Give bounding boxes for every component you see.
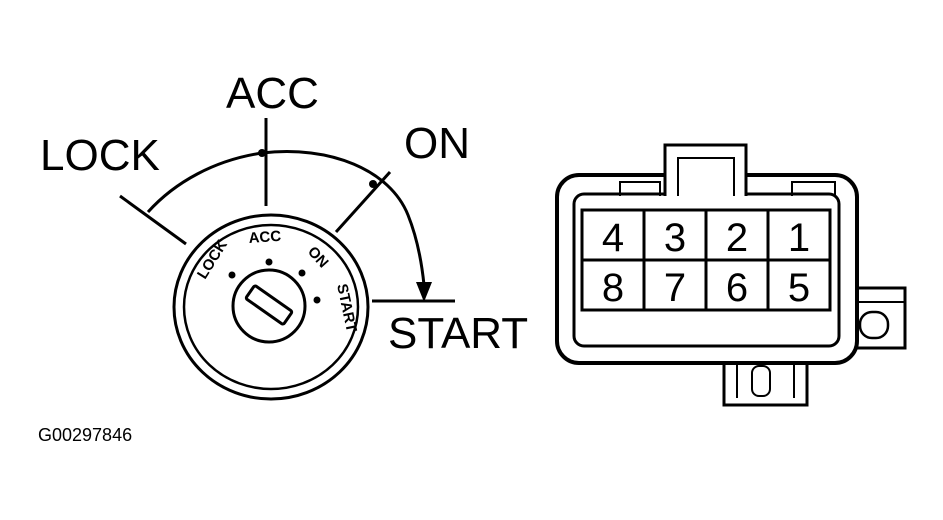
arc-tick-acc [258,149,266,157]
label-lock: LOCK [40,131,160,180]
pin-4: 4 [602,216,624,260]
cylinder-inner-ring [182,223,360,391]
dot-lock [228,271,236,279]
start-arrow-icon [416,282,432,302]
lock-leader-line [119,194,187,246]
pin-6: 6 [726,266,748,310]
dot-start [313,296,321,304]
label-on: ON [404,119,470,168]
pin-7: 7 [664,266,686,310]
pin-1: 1 [788,216,810,260]
dot-acc [265,258,273,266]
pin-5: 5 [788,266,810,310]
pin-8: 8 [602,266,624,310]
label-acc: ACC [226,69,319,118]
pin-3: 3 [664,216,686,260]
label-start: START [388,309,528,358]
connector: 4 3 2 1 8 7 6 5 [555,143,907,407]
key-slot [244,284,294,326]
figure-id: G00297846 [38,425,133,445]
pin-2: 2 [726,216,748,260]
face-label-acc: ACC [248,228,282,247]
on-leader-line [334,170,392,234]
dot-on [298,269,306,277]
arc-tick-on [369,180,377,188]
key-cylinder: LOCK ACC ON START [172,213,370,401]
rotation-arc [146,150,426,286]
